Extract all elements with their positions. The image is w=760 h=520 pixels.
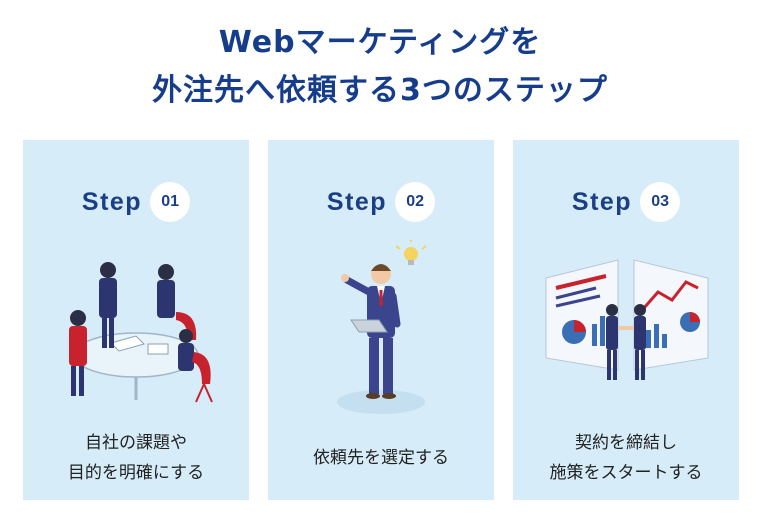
page-title-line2: 外注先へ依頼する3つのステップ: [152, 73, 608, 108]
step-caption-3: 契約を締結し 施策をスタートする: [513, 428, 739, 488]
step-number-badge: 03: [640, 182, 681, 222]
caption-line: 自社の課題や: [85, 433, 187, 453]
step-number-badge: 02: [395, 182, 436, 222]
page-title-line1: Webマーケティングを: [218, 25, 542, 60]
step-caption-1: 自社の課題や 目的を明確にする: [23, 428, 249, 488]
meeting-illustration-icon: [69, 262, 213, 403]
caption-line: 契約を締結し: [575, 433, 677, 453]
step-label: Step: [571, 187, 633, 216]
caption-line: 依頼先を選定する: [313, 448, 449, 468]
caption-line: 目的を明確にする: [67, 463, 205, 483]
businessman-idea-illustration-icon: [337, 240, 427, 414]
step-label: Step: [81, 187, 143, 216]
handshake-contract-illustration-icon: [545, 259, 709, 380]
step-label: Step: [326, 187, 388, 216]
step-number-badge: 01: [150, 182, 191, 222]
step-caption-2: 依頼先を選定する: [268, 443, 494, 473]
caption-line: 施策をスタートする: [549, 463, 703, 483]
